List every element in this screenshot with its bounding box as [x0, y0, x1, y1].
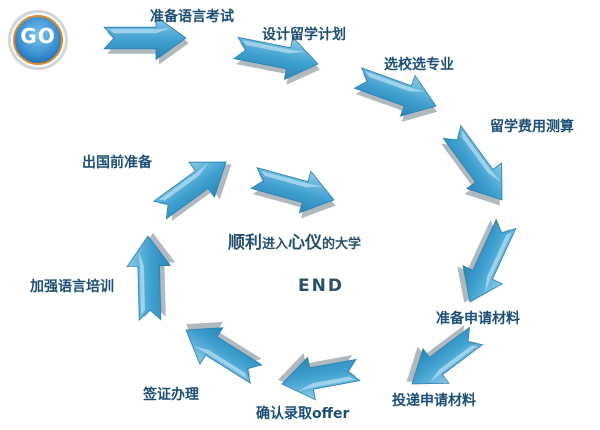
step-9-label: 加强语言培训	[30, 279, 114, 295]
flow-arrow-3	[353, 67, 438, 122]
flow-arrow-2	[232, 36, 320, 85]
flow-arrow-10	[152, 161, 232, 222]
go-button	[8, 10, 68, 70]
center-part-4: 的大学	[322, 237, 362, 252]
step-3-label: 选校选专业	[384, 57, 454, 73]
center-goal: 顺利进入心仪的大学	[228, 228, 361, 253]
flow-arrow-8	[185, 321, 263, 384]
flow-arrow-7	[278, 352, 361, 401]
step-1-label: 准备语言考试	[150, 9, 234, 25]
step-4-label: 留学费用测算	[490, 119, 574, 135]
flow-arrow-4	[441, 124, 503, 206]
step-6-label: 投递申请材料	[392, 393, 476, 409]
end-label: END	[298, 276, 344, 296]
step-10-label: 出国前准备	[82, 155, 152, 171]
step-2-label: 设计留学计划	[262, 27, 346, 43]
step-5-label: 准备申请材料	[436, 311, 520, 327]
center-part-1: 顺利	[228, 233, 262, 253]
flow-arrow-5	[457, 218, 517, 303]
flow-arrow-9	[126, 232, 176, 322]
step-8-label: 签证办理	[143, 387, 199, 403]
go-label: GO	[20, 24, 56, 48]
flow-arrow-11	[250, 166, 336, 219]
step-7-label: 确认录取offer	[256, 406, 350, 422]
flow-arrow-1	[103, 15, 189, 65]
flow-arrow-6	[406, 325, 484, 385]
center-part-3: 心仪	[288, 233, 323, 253]
center-part-2: 进入	[262, 237, 289, 252]
